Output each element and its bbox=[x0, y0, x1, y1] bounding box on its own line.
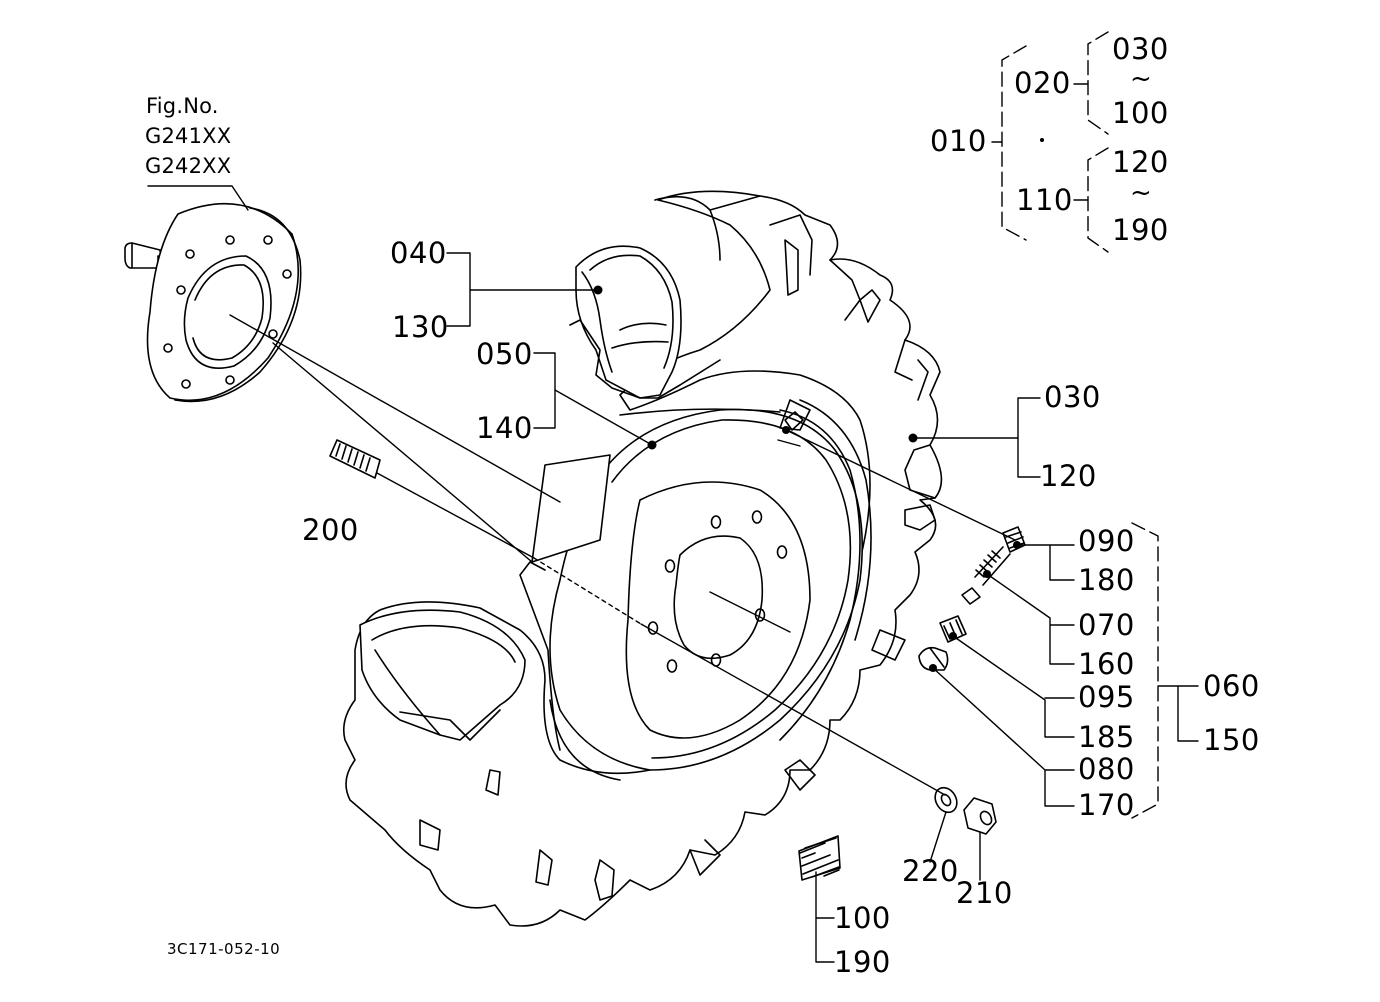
callout-100[interactable]: 100 bbox=[834, 901, 891, 935]
hub-flange-drawing bbox=[124, 202, 302, 403]
callout-100-top[interactable]: 100 bbox=[1112, 96, 1169, 130]
callout-140[interactable]: 140 bbox=[476, 411, 533, 445]
callout-160[interactable]: 160 bbox=[1078, 647, 1135, 681]
callout-185[interactable]: 185 bbox=[1078, 720, 1135, 754]
patch-drawing bbox=[798, 835, 841, 881]
callout-080[interactable]: 080 bbox=[1078, 752, 1135, 786]
callout-090[interactable]: 090 bbox=[1078, 524, 1135, 558]
callout-040[interactable]: 040 bbox=[390, 236, 447, 270]
callout-110[interactable]: 110 bbox=[1016, 183, 1073, 217]
callout-010[interactable]: 010 bbox=[930, 124, 987, 158]
callout-095[interactable]: 095 bbox=[1078, 680, 1135, 714]
callout-200[interactable]: 200 bbox=[302, 513, 359, 547]
drawing-code: 3C171-052-10 bbox=[167, 940, 281, 958]
rim-drawing bbox=[531, 399, 872, 771]
callout-030-top[interactable]: 030 bbox=[1112, 32, 1169, 66]
callout-180[interactable]: 180 bbox=[1078, 563, 1135, 597]
stud-drawing bbox=[329, 439, 381, 479]
fig-code-1: G241XX bbox=[145, 124, 232, 148]
leader-lines bbox=[147, 185, 1199, 963]
leader-dots[interactable] bbox=[593, 138, 1045, 672]
callout-070[interactable]: 070 bbox=[1078, 608, 1135, 642]
callout-170[interactable]: 170 bbox=[1078, 788, 1135, 822]
callout-210[interactable]: 210 bbox=[956, 876, 1013, 910]
assembly-brackets bbox=[991, 31, 1159, 819]
callout-060[interactable]: 060 bbox=[1203, 669, 1260, 703]
callout-190-top[interactable]: 190 bbox=[1112, 213, 1169, 247]
callout-120[interactable]: 120 bbox=[1040, 459, 1097, 493]
washer-nut-drawing bbox=[934, 786, 997, 835]
callout-130[interactable]: 130 bbox=[392, 310, 449, 344]
callout-190[interactable]: 190 bbox=[834, 945, 891, 979]
fig-code-2: G242XX bbox=[145, 154, 232, 178]
range-mark-a: ~ bbox=[1130, 64, 1153, 94]
callout-150[interactable]: 150 bbox=[1203, 723, 1260, 757]
callout-220[interactable]: 220 bbox=[902, 854, 959, 888]
range-mark-b: ~ bbox=[1130, 178, 1153, 208]
fig-no-label: Fig.No. bbox=[146, 94, 219, 118]
callout-020[interactable]: 020 bbox=[1014, 66, 1071, 100]
callout-030[interactable]: 030 bbox=[1044, 380, 1101, 414]
valve-parts-drawing bbox=[918, 526, 1026, 671]
callout-050[interactable]: 050 bbox=[476, 337, 533, 371]
tire-drawing bbox=[342, 190, 943, 927]
callout-120-top[interactable]: 120 bbox=[1112, 145, 1169, 179]
